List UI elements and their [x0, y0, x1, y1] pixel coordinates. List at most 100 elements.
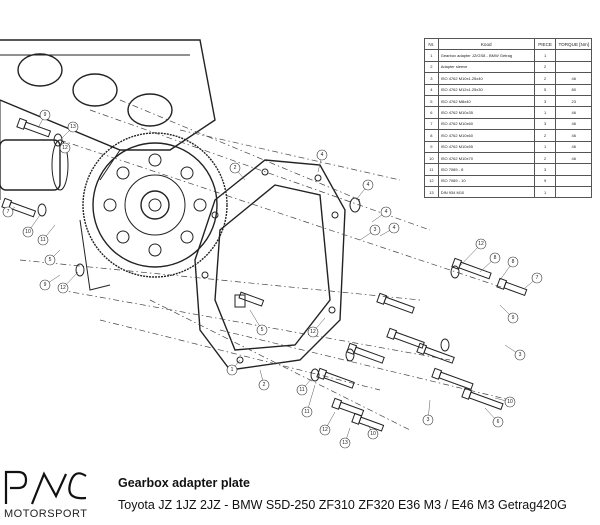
- callout: 4: [371, 206, 392, 223]
- callout: 10: [22, 214, 41, 238]
- svg-text:8: 8: [494, 255, 497, 261]
- callout: 4: [379, 222, 400, 237]
- exploded-assembly-drawing: 13 12 9 7 10 11 5 9 12 4 4 4 4 3 12 8 8 …: [0, 39, 543, 449]
- engine-block: [0, 39, 216, 200]
- callout: 9: [37, 109, 51, 129]
- bom-nr: 4: [424, 83, 439, 96]
- callout: 8: [479, 252, 501, 273]
- bom-header-nr: Nr.: [424, 37, 439, 51]
- svg-text:5: 5: [261, 327, 264, 333]
- bom-desc: ISO 7089 - 10: [437, 174, 535, 188]
- bom-nr: 13: [424, 186, 439, 199]
- bom-torque: 46: [555, 151, 592, 165]
- bom-pcs: 1: [533, 49, 557, 62]
- callout: 11: [301, 384, 316, 418]
- callout: 12: [307, 317, 326, 338]
- bom-torque: [555, 163, 592, 176]
- callout: 4: [316, 149, 328, 173]
- callout: 9: [499, 304, 519, 324]
- svg-text:4: 4: [393, 225, 396, 231]
- bom-torque: [555, 60, 592, 74]
- svg-text:3: 3: [427, 417, 430, 423]
- bom-nr: 3: [424, 72, 439, 85]
- bom-pcs: 2: [533, 129, 557, 142]
- svg-text:11: 11: [40, 237, 45, 243]
- svg-text:11: 11: [304, 409, 309, 415]
- callout: 9: [39, 274, 61, 291]
- callout: 12: [57, 141, 71, 154]
- bom-nr: 5: [424, 94, 439, 108]
- bom-desc: ISO 4762 M12x1.25x30: [437, 83, 535, 96]
- bom-torque: 80: [555, 83, 592, 96]
- callout: 4: [355, 179, 374, 201]
- bom-nr: 8: [424, 129, 439, 142]
- assembly-centre-lines: [19, 99, 511, 431]
- bom-desc: ISO 4762 M8x40: [437, 94, 535, 108]
- svg-text:3: 3: [519, 352, 522, 358]
- bom-nr: 12: [424, 174, 439, 188]
- callout: 3: [504, 344, 526, 361]
- svg-text:2: 2: [263, 382, 266, 388]
- svg-text:12: 12: [310, 329, 316, 335]
- bom-desc: Adapter sleeve: [437, 60, 535, 74]
- svg-text:4: 4: [367, 182, 370, 188]
- svg-text:12: 12: [478, 241, 484, 247]
- bom-header-piece: PIECE: [533, 37, 557, 51]
- bom-desc: DIN 934 M10: [437, 186, 535, 199]
- bom-nr: 9: [424, 140, 439, 153]
- bom-pcs: 2: [533, 151, 557, 165]
- bom-nr: 6: [424, 106, 439, 119]
- bom-header-torque: TORQUE [Nm]: [555, 37, 592, 51]
- bom-desc: ISO 4762 M10x1.25x40: [437, 72, 535, 85]
- svg-text:9: 9: [44, 112, 47, 118]
- bom-desc: ISO 4762 M10x60: [437, 117, 535, 131]
- callout: 10: [367, 424, 379, 440]
- bom-pcs: 3: [533, 117, 557, 131]
- bom-pcs: 3: [533, 163, 557, 176]
- bom-torque: 23: [555, 94, 592, 108]
- bom-nr: 1: [424, 49, 439, 62]
- bom-pcs: 5: [533, 83, 557, 96]
- brand-name: MOTORSPORT: [4, 508, 88, 520]
- bom-pcs: 3: [533, 94, 557, 108]
- bom-nr: 10: [424, 151, 439, 165]
- bom-nr: 2: [424, 60, 439, 74]
- svg-text:10: 10: [370, 431, 376, 437]
- page-subtitle: Toyota JZ 1JZ 2JZ - BMW S5D-250 ZF310 ZF…: [118, 498, 567, 512]
- footer: MOTORSPORT Gearbox adapter plate Toyota …: [0, 462, 600, 525]
- callout: 5: [44, 249, 61, 266]
- bom-pcs: 1: [533, 186, 557, 199]
- bom-header-code: Kood: [437, 37, 535, 51]
- svg-text:1: 1: [231, 367, 234, 373]
- bom-pcs: 2: [533, 60, 557, 74]
- bom-torque: [555, 186, 592, 199]
- svg-text:13: 13: [70, 124, 76, 130]
- svg-text:12: 12: [60, 285, 66, 291]
- bom-desc: ISO 4762 M10x70: [437, 151, 535, 165]
- adapter-plate: [194, 159, 346, 371]
- bom-torque: [555, 49, 592, 62]
- svg-text:10: 10: [25, 229, 31, 235]
- svg-text:5: 5: [49, 257, 52, 263]
- svg-text:10: 10: [507, 399, 513, 405]
- starter-motor: [0, 139, 69, 191]
- callout: 12: [319, 411, 336, 436]
- pmc-logo-icon: [4, 470, 87, 505]
- svg-text:12: 12: [322, 427, 328, 433]
- svg-text:3: 3: [374, 227, 377, 233]
- bom-torque: 46: [555, 140, 592, 153]
- callout: 13: [339, 427, 351, 449]
- bom-header-row: Nr. Kood PIECE TORQUE [Nm]: [424, 37, 592, 51]
- bom-torque: 46: [555, 117, 592, 131]
